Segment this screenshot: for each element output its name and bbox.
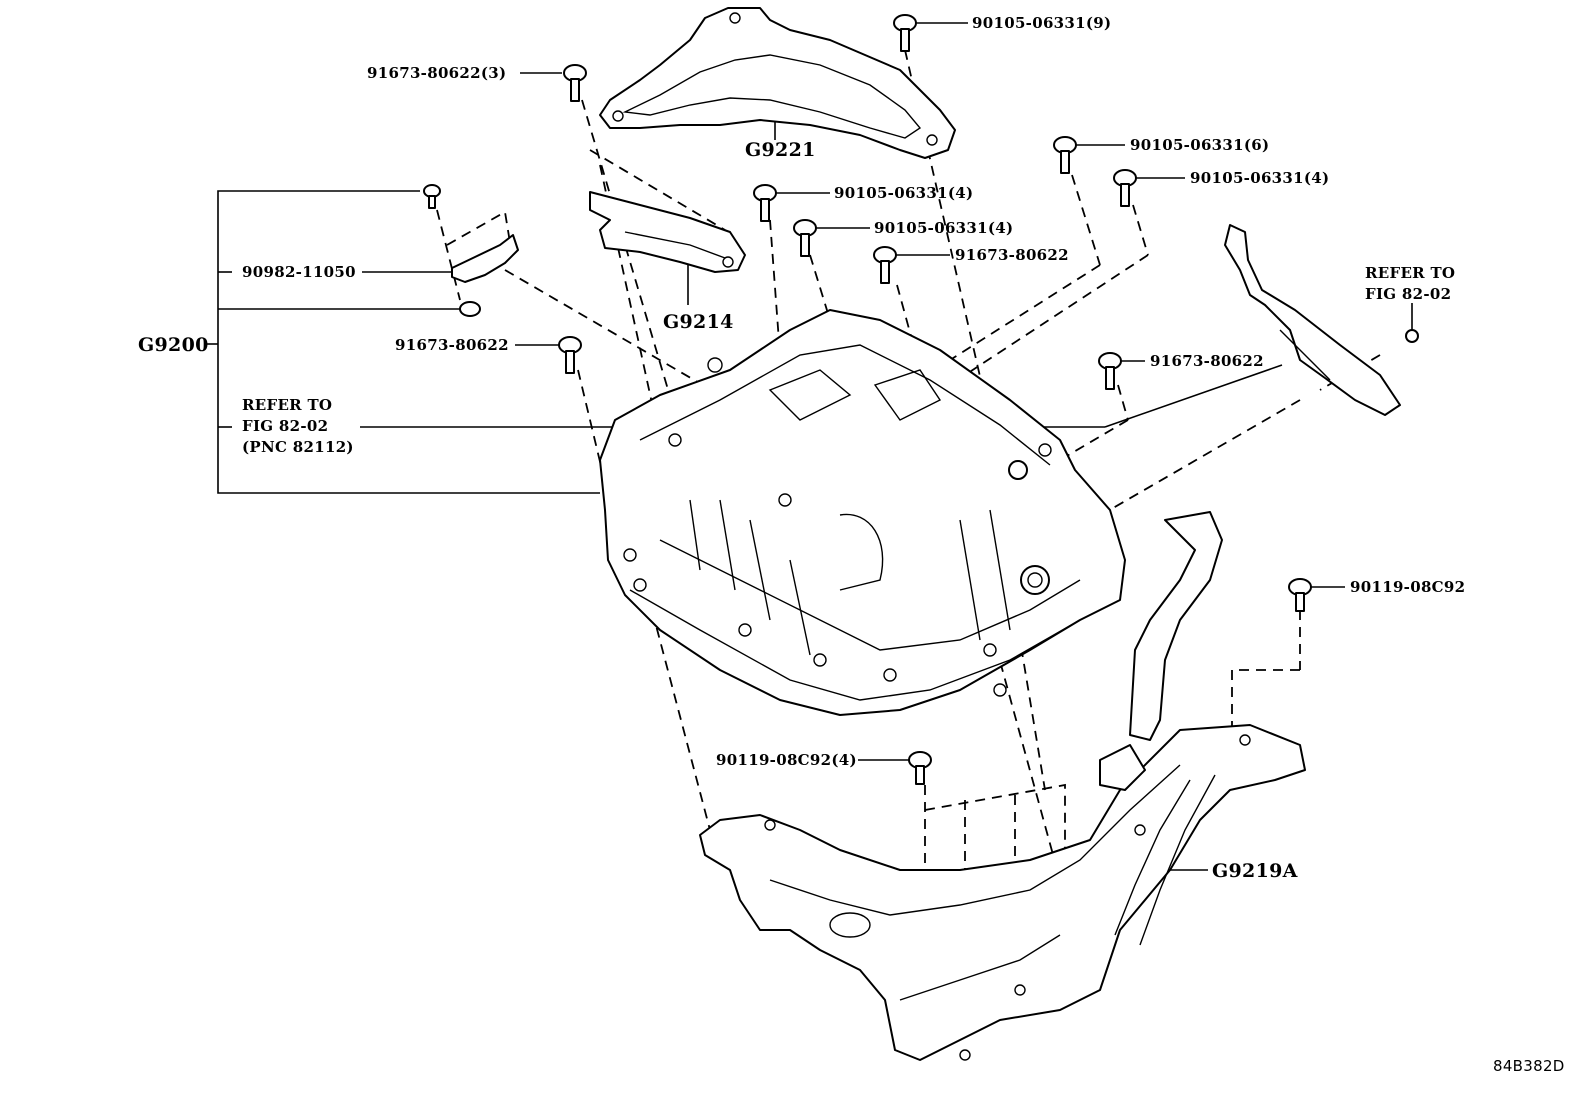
- bolt-icon: [558, 336, 582, 374]
- bolt-icon: [1288, 578, 1312, 612]
- part-callout: 90105-06331(4): [834, 184, 974, 202]
- assembly-label-g9214: G9214: [663, 311, 734, 333]
- figure-code: 84B382D: [1493, 1057, 1565, 1075]
- part-callout: 91673-80622(3): [367, 64, 507, 82]
- bolt-icon: [893, 14, 917, 52]
- bracket-stay: [1129, 511, 1223, 741]
- bolt-icon: [423, 184, 441, 209]
- part-callout: 90119-08C92(4): [716, 751, 857, 769]
- part-callout: 90119-08C92: [1350, 578, 1466, 596]
- inverter-housing: [599, 309, 1126, 716]
- g9214-bracket: [589, 191, 746, 273]
- g9219a-frame: [699, 724, 1306, 1061]
- wire-clamp: [451, 234, 519, 317]
- assembly-label-g9221: G9221: [745, 139, 816, 161]
- part-callout: 90105-06331(9): [972, 14, 1112, 32]
- part-callout: 90982-11050: [242, 263, 356, 281]
- bolt-icon: [793, 219, 817, 257]
- part-callout: 91673-80622: [395, 336, 509, 354]
- part-callout: 90105-06331(6): [1130, 136, 1270, 154]
- reference-note: REFER TO FIG 82-02 (PNC 82112): [242, 396, 354, 456]
- leader-lines: [362, 22, 1413, 871]
- part-callout: 91673-80622: [955, 246, 1069, 264]
- part-callout: 90105-06331(4): [1190, 169, 1330, 187]
- bolt-icon: [1098, 352, 1122, 390]
- bolt-icon: [1053, 136, 1077, 174]
- assembly-label-g9219a: G9219A: [1212, 860, 1298, 882]
- bolt-icon: [753, 184, 777, 222]
- part-callout: 91673-80622: [1150, 352, 1264, 370]
- bolt-icon: [1113, 169, 1137, 207]
- bolts: [423, 14, 1312, 785]
- bolt-icon: [908, 751, 932, 785]
- reference-note: REFER TO FIG 82-02: [1365, 264, 1456, 303]
- g9221-plate: [599, 7, 956, 159]
- assembly-label-g9200: G9200: [138, 334, 209, 356]
- part-callout: 90105-06331(4): [874, 219, 1014, 237]
- bolt-icon: [563, 64, 587, 102]
- cable-connector-assembly: [1224, 224, 1419, 416]
- bolt-icon: [873, 246, 897, 284]
